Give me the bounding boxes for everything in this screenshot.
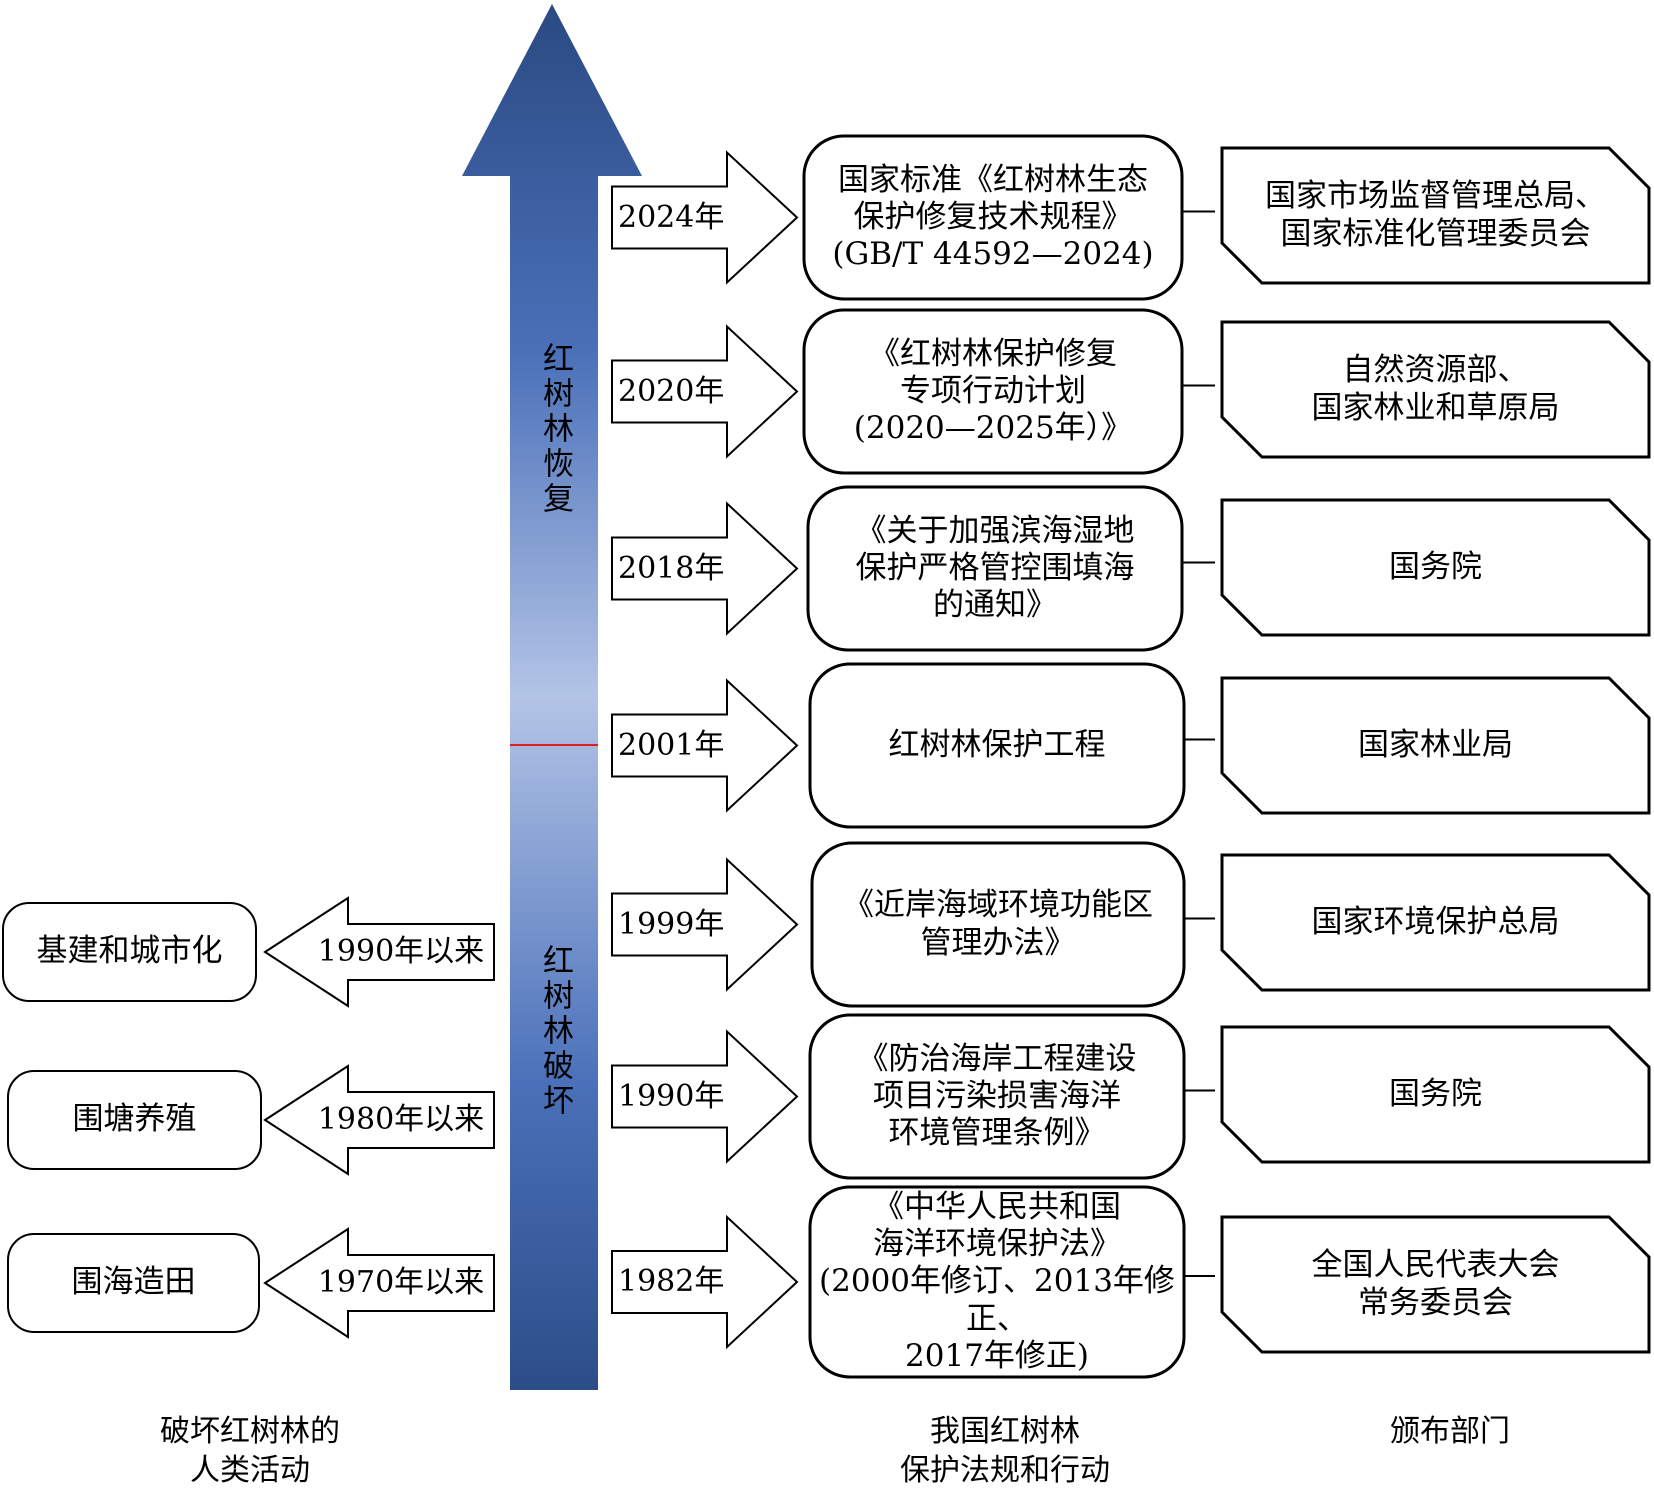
activity-label: 围海造田 <box>71 1264 196 1301</box>
year-label: 2024年 <box>618 199 725 235</box>
since-label: 1990年以来 <box>317 934 485 969</box>
year-arrow <box>611 1214 799 1350</box>
law-box <box>802 308 1184 475</box>
activity-box <box>7 1233 260 1333</box>
activity-label: 基建和城市化 <box>36 933 223 970</box>
since-arrow <box>263 1064 495 1176</box>
column-label-laws: 我国红树林 保护法规和行动 <box>900 1414 1110 1488</box>
restoration-label: 红树林恢复 <box>537 342 573 517</box>
activity-box <box>2 902 257 1002</box>
agency-name: 国家市场监督管理总局、 国家标准化管理委员会 <box>1265 178 1606 252</box>
law-title: 《中华人民共和国 海洋环境保护法》 (2000年修订、2013年修正、 2017… <box>819 1189 1175 1374</box>
agency-name: 国务院 <box>1389 1075 1482 1112</box>
law-title: 国家标准《红树林生态 保护修复技术规程》 (GB/T 44592—2024) <box>832 161 1154 273</box>
law-box <box>806 485 1184 652</box>
agency-name: 国家环境保护总局 <box>1311 903 1560 940</box>
since-label: 1970年以来 <box>317 1265 485 1300</box>
law-title: 《防治海岸工程建设 项目污染损害海洋 环境管理条例》 <box>857 1040 1137 1152</box>
year-arrow <box>611 1029 799 1164</box>
law-box <box>808 662 1186 829</box>
year-arrow <box>611 150 799 285</box>
law-title: 《红树林保护修复 专项行动计划 (2020—2025年）》 <box>853 335 1133 447</box>
agency-name: 自然资源部、 国家林业和草原局 <box>1311 352 1560 426</box>
destruction-label: 红树林破坏 <box>537 944 573 1119</box>
law-title: 红树林保护工程 <box>888 726 1106 763</box>
law-box <box>808 1185 1186 1379</box>
agency-name: 国务院 <box>1389 548 1482 585</box>
agency-box <box>1220 1025 1651 1164</box>
year-label: 1999年 <box>618 906 725 942</box>
year-arrow <box>611 501 799 636</box>
year-arrow <box>611 324 799 459</box>
column-label-agencies: 颁布部门 <box>1390 1414 1510 1449</box>
activity-box <box>7 1070 262 1170</box>
year-label: 1990年 <box>618 1078 725 1114</box>
agency-box <box>1220 498 1651 637</box>
agency-name: 国家林业局 <box>1358 726 1513 763</box>
since-arrow <box>263 896 495 1008</box>
year-label: 2020年 <box>618 373 725 409</box>
agency-box <box>1220 320 1651 459</box>
year-label: 2018年 <box>618 550 725 586</box>
year-arrow <box>611 857 799 992</box>
agency-box <box>1220 1215 1651 1354</box>
law-box <box>808 1013 1186 1180</box>
year-label: 2001年 <box>618 727 725 763</box>
year-label: 1982年 <box>618 1264 725 1299</box>
law-box <box>802 134 1184 301</box>
since-label: 1980年以来 <box>317 1102 485 1137</box>
agency-box <box>1220 676 1651 815</box>
column-label-activities: 破坏红树林的 人类活动 <box>160 1414 340 1488</box>
agency-name: 全国人民代表大会 常务委员会 <box>1311 1247 1560 1321</box>
since-arrow <box>263 1227 495 1339</box>
law-box <box>810 841 1186 1008</box>
activity-label: 围塘养殖 <box>72 1101 197 1138</box>
agency-box <box>1220 146 1651 285</box>
main-timeline-arrow <box>462 4 642 1390</box>
law-title: 《近岸海域环境功能区 管理办法》 <box>843 887 1153 961</box>
agency-box <box>1220 853 1651 992</box>
year-arrow <box>611 678 799 813</box>
law-title: 《关于加强滨海湿地 保护严格管控围填海 的通知》 <box>855 512 1135 624</box>
